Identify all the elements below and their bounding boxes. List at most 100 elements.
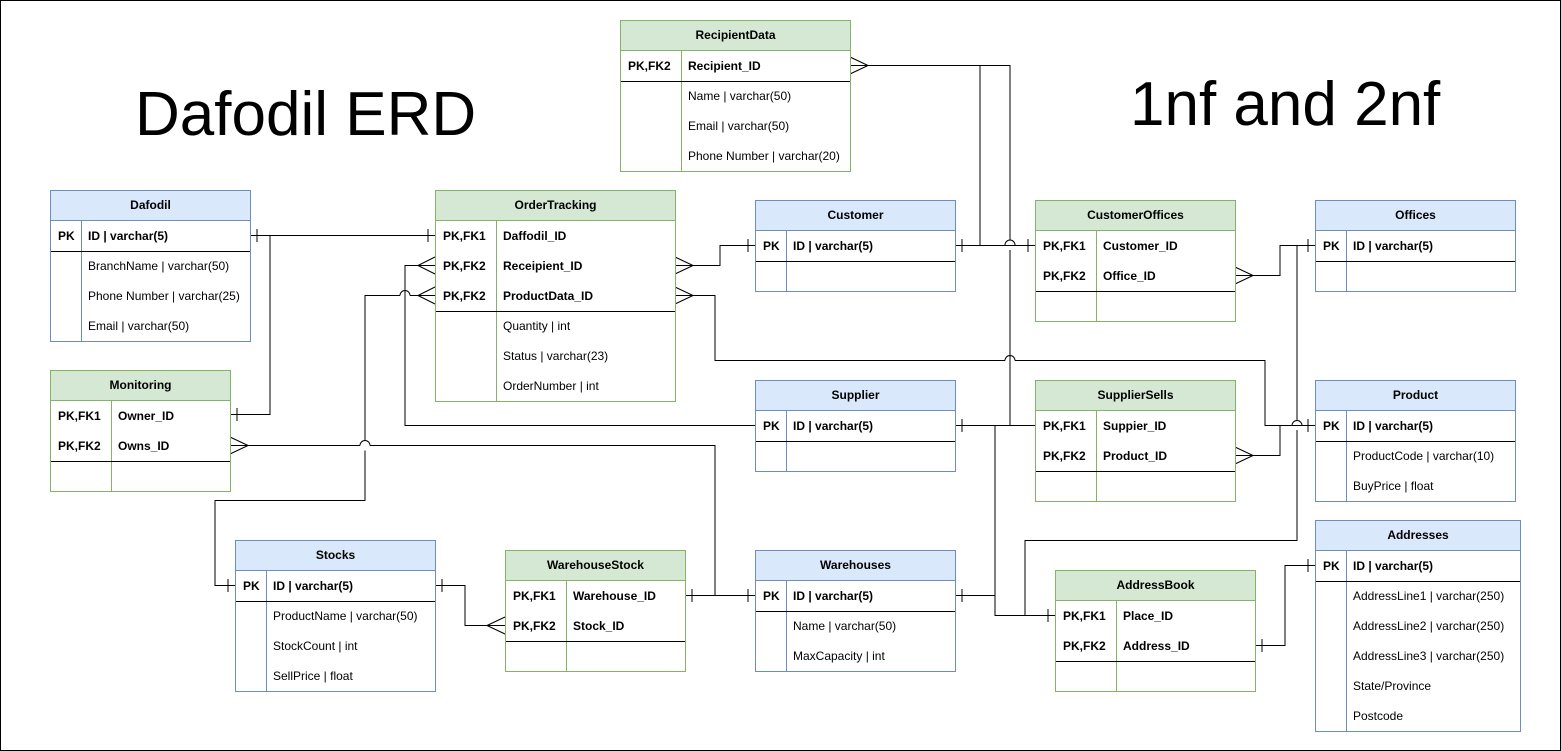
attribute-row[interactable]	[1056, 661, 1255, 691]
attribute-row[interactable]: Email | varchar(50)	[51, 311, 250, 341]
attribute-field: Name | varchar(50)	[793, 619, 897, 633]
attribute-row[interactable]: AddressLine1 | varchar(250)	[1316, 581, 1520, 611]
attribute-row[interactable]	[506, 641, 685, 671]
attribute-row[interactable]	[1036, 291, 1235, 321]
attribute-field	[566, 641, 573, 671]
key-separator	[1036, 291, 1235, 292]
column-divider	[1096, 231, 1097, 321]
entity-header: Addresses	[1316, 521, 1520, 551]
key-field: Recipient_ID	[688, 59, 761, 73]
attribute-row[interactable]	[756, 261, 955, 291]
entity-header: Product	[1316, 381, 1515, 411]
attribute-row[interactable]: ProductCode | varchar(10)	[1316, 441, 1515, 471]
attribute-row[interactable]: AddressLine3 | varchar(250)	[1316, 641, 1520, 671]
key-row[interactable]: PK,FK1 Owner_ID	[51, 401, 230, 431]
rel-warehouses-addressbook	[955, 425, 996, 596]
attribute-row[interactable]	[51, 461, 230, 491]
attribute-row[interactable]: OrderNumber | int	[436, 371, 675, 401]
rel-ordertracking-recipientdata	[404, 265, 755, 426]
entity-header: SupplierSells	[1036, 381, 1235, 411]
attribute-row[interactable]: Phone Number | varchar(20)	[621, 141, 850, 171]
attribute-row[interactable]: Name | varchar(50)	[621, 81, 850, 111]
key-separator	[756, 261, 955, 262]
key-separator	[1056, 661, 1255, 662]
rel-suppliersells-product	[1235, 425, 1292, 456]
attribute-row[interactable]: BranchName | varchar(50)	[51, 251, 250, 281]
attribute-row[interactable]: StockCount | int	[236, 631, 435, 661]
attribute-field: Name | varchar(50)	[688, 89, 792, 103]
normal-form-label: 1nf and 2nf	[1130, 70, 1441, 139]
key-field: Customer_ID	[1103, 239, 1178, 253]
attribute-row[interactable]: ProductName | varchar(50)	[236, 601, 435, 631]
attribute-row[interactable]	[1316, 261, 1515, 291]
key-separator	[1316, 261, 1515, 262]
attribute-field	[786, 441, 793, 471]
attribute-row[interactable]: State/Province	[1316, 671, 1520, 701]
attribute-row[interactable]	[756, 441, 955, 471]
key-label: PK,FK1	[58, 409, 101, 423]
attribute-field	[1096, 291, 1103, 321]
key-label: PK,FK2	[443, 259, 486, 273]
attribute-row[interactable]: BuyPrice | float	[1316, 471, 1515, 501]
attribute-field: Email | varchar(50)	[88, 319, 190, 333]
attribute-field	[786, 261, 793, 291]
key-label: PK	[763, 589, 780, 603]
key-field: Owner_ID	[118, 409, 175, 423]
rel-stocks-warehousestock	[435, 585, 505, 626]
attribute-row[interactable]	[1036, 471, 1235, 501]
attribute-row[interactable]: Postcode	[1316, 701, 1520, 731]
attribute-row[interactable]: Quantity | int	[436, 311, 675, 341]
key-label: PK,FK2	[443, 289, 486, 303]
diagram-title: Dafodil ERD	[135, 80, 477, 149]
attribute-row[interactable]: SellPrice | float	[236, 661, 435, 691]
attribute-row[interactable]: Phone Number | varchar(25)	[51, 281, 250, 311]
entity-header: Warehouses	[756, 551, 955, 581]
attribute-row[interactable]: Name | varchar(50)	[756, 611, 955, 641]
attribute-row[interactable]: Status | varchar(23)	[436, 341, 675, 371]
attribute-row[interactable]: AddressLine2 | varchar(250)	[1316, 611, 1520, 641]
attribute-row[interactable]: Email | varchar(50)	[621, 111, 850, 141]
key-separator	[51, 461, 230, 462]
attribute-row[interactable]: MaxCapacity | int	[756, 641, 955, 671]
key-separator	[51, 251, 250, 252]
attribute-field	[1096, 471, 1103, 501]
